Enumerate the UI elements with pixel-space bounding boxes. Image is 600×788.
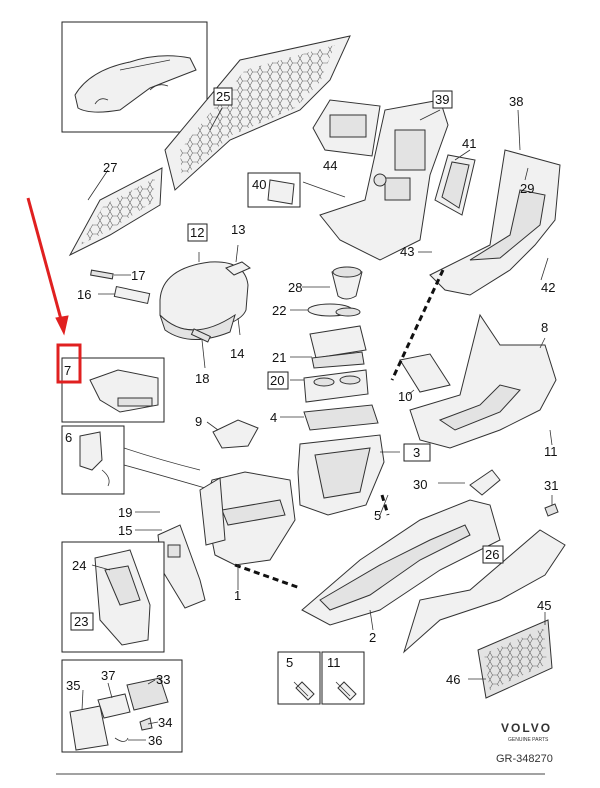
label-18: 18 [195, 371, 209, 386]
label-20: 20 [270, 373, 284, 388]
label-13: 13 [231, 222, 245, 237]
reference-number: GR-348270 [496, 753, 553, 765]
label-31: 31 [544, 478, 558, 493]
part-41 [434, 154, 476, 216]
part-39 [319, 99, 449, 261]
label-6: 6 [65, 430, 72, 445]
highlight [26, 197, 82, 384]
label-24: 24 [72, 558, 86, 573]
label-34: 34 [158, 715, 172, 730]
highlight-arrowhead [55, 315, 69, 336]
label-1: 1 [234, 588, 241, 603]
highlight-arrow [26, 197, 64, 324]
label-43: 43 [400, 244, 414, 259]
part-9 [212, 419, 259, 449]
trays-20-21 [303, 325, 369, 403]
label-screw-11: 11 [327, 655, 341, 670]
label-5: 5 [374, 508, 381, 523]
label-2: 2 [369, 630, 376, 645]
part-4 [303, 404, 379, 431]
label-8: 8 [541, 320, 548, 335]
label-screw-5: 5 [286, 655, 293, 670]
label-26: 26 [485, 547, 499, 562]
honeycomb-panel-25 [164, 35, 351, 191]
armrest-12 [159, 261, 249, 341]
label-44: 44 [323, 158, 337, 173]
label-23: 23 [74, 614, 88, 629]
part-46 [477, 619, 553, 699]
label-15: 15 [118, 523, 132, 538]
parts-30-31 [469, 469, 559, 517]
screw-box-5 [277, 651, 321, 705]
label-35: 35 [66, 678, 80, 693]
pins-16-17 [90, 269, 211, 343]
part-26 [402, 529, 566, 654]
part-2 [301, 499, 501, 626]
label-39: 39 [435, 92, 449, 107]
highlight-box [56, 343, 82, 384]
honeycomb-panel-27 [68, 167, 163, 257]
part-1 [199, 471, 296, 566]
label-21: 21 [272, 350, 286, 365]
label-29: 29 [520, 181, 534, 196]
label-19: 19 [118, 505, 132, 520]
label-30: 30 [413, 477, 427, 492]
label-38: 38 [509, 94, 523, 109]
label-9: 9 [195, 414, 202, 429]
part-labels: 27 25 44 39 38 41 29 40 43 42 12 13 17 1… [64, 87, 558, 748]
label-17: 17 [131, 268, 145, 283]
label-46: 46 [446, 672, 460, 687]
label-33: 33 [156, 672, 170, 687]
part-6-box [61, 425, 206, 495]
screw-box-11 [321, 651, 365, 705]
label-41: 41 [462, 136, 476, 151]
alignment-lines [234, 269, 445, 590]
label-22: 22 [272, 303, 286, 318]
part-23-box [61, 541, 165, 653]
part-44 [312, 99, 381, 157]
label-14: 14 [230, 346, 244, 361]
brand-block: VOLVO GENUINE PARTS GR-348270 [496, 721, 553, 765]
car-thumbnail [61, 21, 208, 133]
label-10: 10 [398, 389, 412, 404]
part-40-box [247, 172, 346, 208]
leader-lines [81, 107, 553, 741]
label-40: 40 [252, 177, 266, 192]
label-36: 36 [148, 733, 162, 748]
label-7: 7 [64, 363, 71, 378]
part-28 [331, 266, 363, 300]
part-13 [225, 261, 251, 276]
label-27: 27 [103, 160, 117, 175]
part-15 [157, 524, 206, 609]
label-28: 28 [288, 280, 302, 295]
part-7-box [61, 357, 165, 423]
part-38 [429, 149, 561, 296]
label-12: 12 [190, 225, 204, 240]
label-16: 16 [77, 287, 91, 302]
brand-subtitle: GENUINE PARTS [508, 737, 549, 743]
label-11: 11 [544, 444, 558, 459]
part-3 [297, 434, 385, 516]
part-10 [399, 353, 451, 393]
part-8 [409, 313, 557, 449]
label-3: 3 [413, 445, 420, 460]
label-42: 42 [541, 280, 555, 295]
label-25: 25 [216, 89, 230, 104]
label-45: 45 [537, 598, 551, 613]
part-22 [307, 303, 361, 317]
brand-logo: VOLVO [501, 721, 552, 735]
label-4: 4 [270, 410, 277, 425]
label-37: 37 [101, 668, 115, 683]
